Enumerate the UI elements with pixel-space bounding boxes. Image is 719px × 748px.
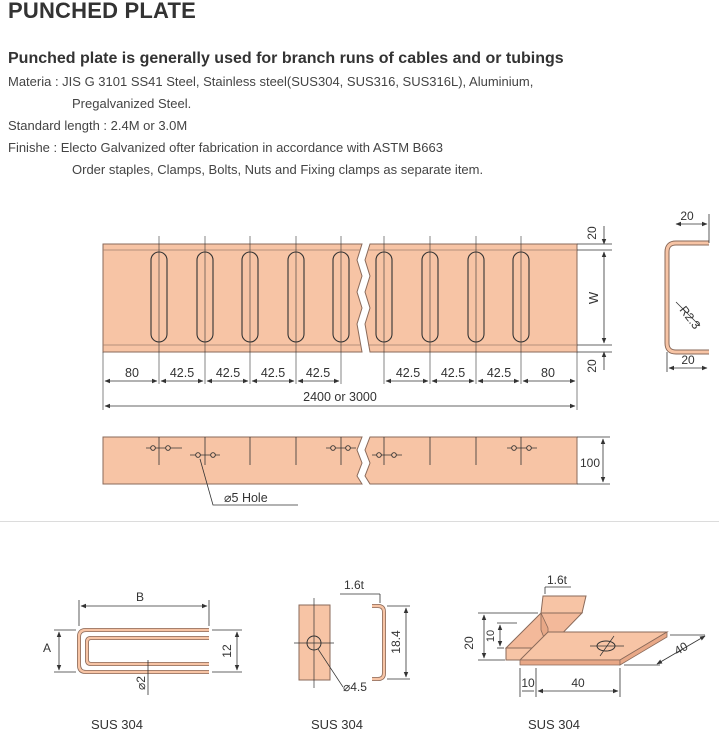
staple-material: SUS 304 (91, 717, 143, 732)
bracket-height: 20 (462, 636, 476, 650)
bracket-thickness: 1.6t (547, 573, 568, 587)
clamp-hole: ⌀4.5 (343, 680, 367, 694)
clamp-height: 18.4 (389, 630, 403, 654)
spec-material: Materia : JIS G 3101 SS41 Steel, Stainle… (8, 74, 534, 89)
hole-label: ⌀5 Hole (224, 491, 268, 505)
dim-pitch-2: 42.5 (216, 366, 240, 380)
dim-side-height: 100 (580, 456, 600, 470)
dim-pitch-4: 42.5 (306, 366, 330, 380)
bracket-drawing: 1.6t 20 10 10 40 40 SUS 304 (462, 573, 706, 732)
staple-drawing: B A 12 ⌀2 SUS 304 (43, 590, 242, 732)
spec-finish-cont: Order staples, Clamps, Bolts, Nuts and F… (72, 162, 484, 177)
bracket-material: SUS 304 (528, 717, 580, 732)
dim-pitch-1: 42.5 (170, 366, 194, 380)
clamp-thickness: 1.6t (344, 578, 365, 592)
dim-pitch-6: 42.5 (441, 366, 465, 380)
plate-side-view: 100 ⌀5 Hole (102, 436, 610, 506)
profile-radius: R2.3 (677, 303, 704, 332)
clamp-drawing: 1.6t 18.4 ⌀4.5 SUS 304 (294, 578, 410, 732)
plate-profile: 20 R2.3 20 (664, 209, 710, 372)
dim-width: W (586, 291, 601, 304)
staple-dim-leg: 12 (220, 644, 234, 658)
profile-dim-bottom: 20 (681, 353, 695, 367)
bracket-length: 40 (571, 676, 585, 690)
subtitle: Punched plate is generally used for bran… (8, 50, 564, 67)
spec-material-cont: Pregalvanized Steel. (72, 96, 192, 111)
dim-flange-bottom: 20 (585, 359, 599, 373)
profile-dim-top: 20 (680, 209, 694, 223)
spec-length: Standard length : 2.4M or 3.0M (8, 118, 188, 133)
bracket-offset: 10 (521, 676, 535, 690)
bracket-inner: 10 (485, 630, 497, 642)
clamp-material: SUS 304 (311, 717, 363, 732)
spec-finish: Finishe : Electo Galvanized ofter fabric… (8, 140, 443, 155)
plate-top-view (102, 236, 578, 410)
dim-pitch-7: 42.5 (487, 366, 511, 380)
staple-dim-a: A (43, 641, 51, 655)
dim-edge-left: 80 (125, 366, 139, 380)
dim-pitch-5: 42.5 (396, 366, 420, 380)
dim-total-length: 2400 or 3000 (303, 390, 377, 404)
dim-pitch-3: 42.5 (261, 366, 285, 380)
page-title: PUNCHED PLATE (8, 0, 196, 23)
bracket-depth: 40 (672, 639, 691, 658)
staple-dim-wire: ⌀2 (134, 676, 148, 690)
section-divider (0, 521, 719, 522)
dim-edge-right: 80 (541, 366, 555, 380)
dim-flange-top: 20 (585, 226, 599, 240)
staple-dim-b: B (136, 590, 144, 604)
